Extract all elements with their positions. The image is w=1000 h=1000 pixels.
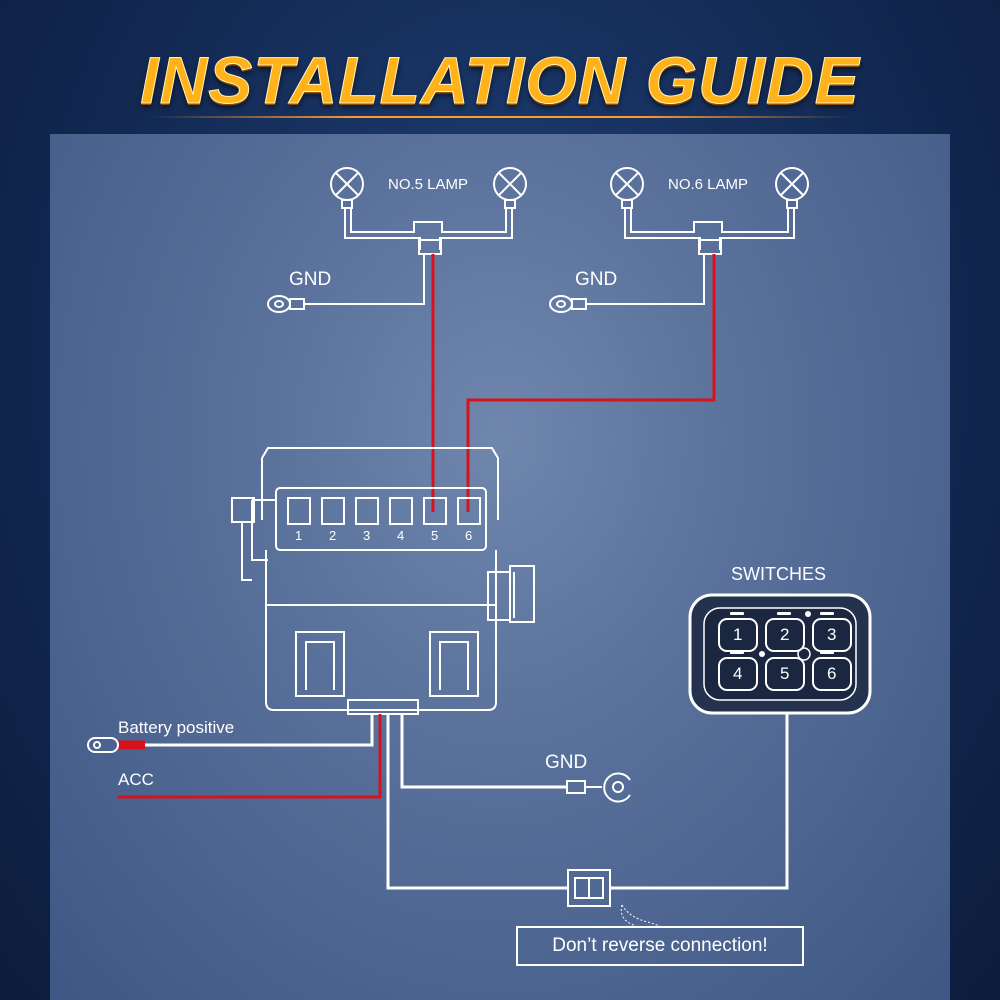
switch-wire-return	[610, 710, 789, 890]
warning-pointer	[620, 904, 661, 927]
lamp-icon	[330, 167, 364, 209]
acc-label: ACC	[118, 770, 154, 789]
power-wires	[118, 710, 789, 890]
battery-positive-label: Battery positive	[118, 718, 235, 737]
lamp-icon	[493, 167, 527, 209]
ground-ring-icon	[549, 295, 598, 313]
terminal-3-label: 3	[363, 528, 371, 543]
ground-wire	[400, 714, 567, 789]
terminal-5-label: 5	[431, 528, 439, 543]
ground-ring-icon	[566, 772, 631, 803]
lamp-group-5-label: NO.5 LAMP	[388, 176, 469, 193]
terminal-2-label: 2	[329, 528, 337, 543]
terminal-connectors	[431, 505, 470, 512]
switch-button-4: 4	[733, 664, 743, 683]
relay-ground-label: GND	[545, 752, 588, 773]
ground-ring-icon	[267, 295, 318, 313]
title-underline	[150, 116, 850, 118]
lamp-icon	[610, 167, 644, 209]
relay-terminals	[287, 497, 481, 525]
lamp-harness	[318, 208, 513, 305]
switch-button-2: 2	[780, 625, 790, 644]
lamp-group-5	[267, 167, 527, 313]
diagram-panel	[50, 134, 950, 1000]
terminal-6-label: 6	[465, 528, 473, 543]
red-signal-wires	[431, 254, 716, 505]
lamp-group-5-ground-label: GND	[289, 269, 332, 290]
terminal-1-label: 1	[295, 528, 303, 543]
switch-panel	[688, 593, 872, 715]
switch-button-5: 5	[780, 664, 790, 683]
lamp-group-6-label: NO.6 LAMP	[668, 176, 749, 193]
switch-button-3: 3	[827, 625, 837, 644]
inline-connector	[567, 869, 611, 907]
battery-ring-icon	[87, 737, 119, 753]
lamp-icon	[775, 167, 809, 209]
terminal-4-label: 4	[397, 528, 405, 543]
wire-to-no6	[466, 254, 716, 505]
page-title: INSTALLATION GUIDE	[140, 43, 860, 118]
battery-wire	[145, 714, 374, 747]
lamp-group-6	[549, 167, 809, 313]
switch-indicator-icon	[797, 647, 811, 661]
warning-text: Don’t reverse connection!	[552, 935, 768, 956]
acc-wire	[118, 714, 382, 799]
warning-box: Don’t reverse connection!	[516, 926, 804, 966]
switch-button-6: 6	[827, 664, 837, 683]
switch-panel-label: SWITCHES	[731, 564, 827, 584]
switch-wire	[386, 714, 568, 890]
switch-button-1: 1	[733, 625, 743, 644]
relay-box	[231, 447, 535, 715]
lamp-group-6-ground-label: GND	[575, 269, 618, 290]
lamp-harness	[598, 208, 795, 305]
